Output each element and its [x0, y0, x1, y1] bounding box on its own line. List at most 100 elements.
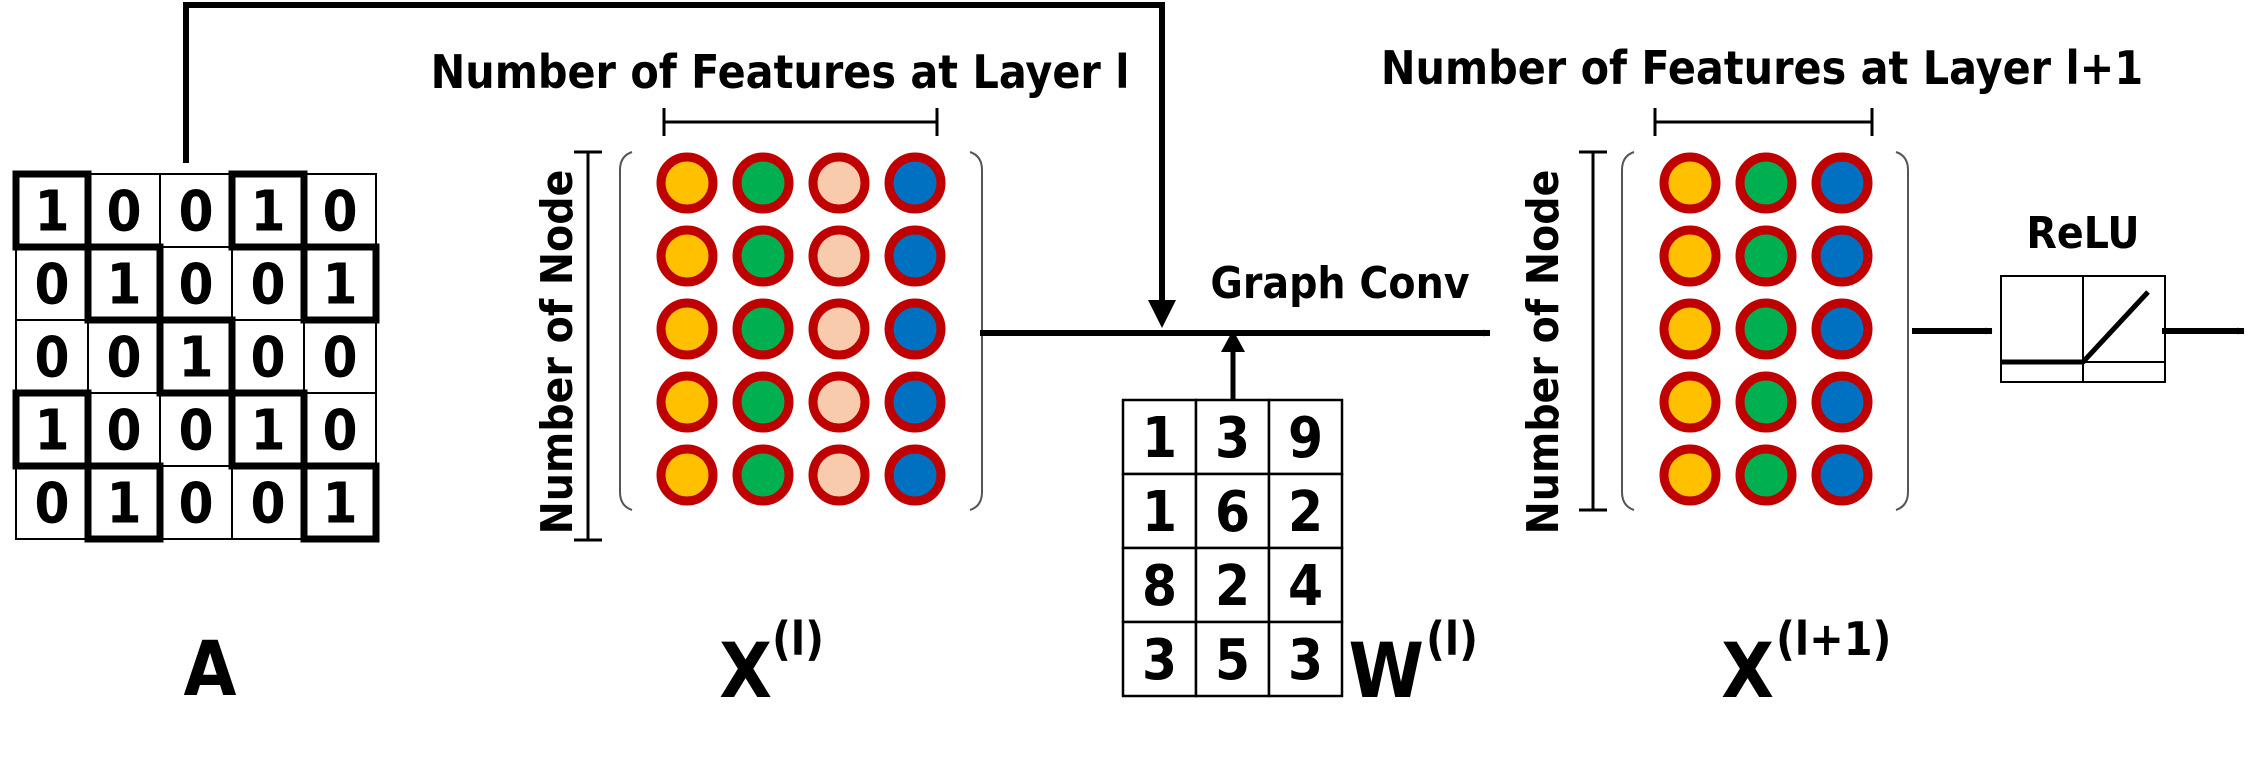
adjacency-value: 0: [106, 399, 141, 464]
x-l1-feature-cell: [1811, 152, 1873, 214]
nodes-label-l: Number of Node: [532, 170, 583, 535]
x-l1-superscript: (l+1): [1776, 612, 1891, 666]
adjacency-cell-highlight: [228, 170, 308, 251]
x-l-feature-cell: [656, 371, 718, 433]
weight-value: 9: [1288, 406, 1323, 471]
adjacency-cell-highlight: [300, 243, 380, 324]
feature-matrix-l: [656, 152, 946, 506]
x-l1-feature-cell: [1811, 371, 1873, 433]
x-l-feature-cell: [808, 371, 870, 433]
adjacency-cell: [87, 319, 161, 394]
weight-cell: [1267, 546, 1344, 624]
adjacency-value: 0: [250, 253, 285, 318]
nodes-bracket-l1: [1579, 150, 1607, 512]
relu-label: ReLU: [2026, 208, 2139, 259]
x-l-feature-cell: [732, 152, 794, 214]
x-l1-feature-cell: [1659, 444, 1721, 506]
adjacency-value: 0: [178, 472, 213, 537]
feature-matrix-l1: [1659, 152, 1873, 506]
features-bracket-l1: [1653, 108, 1874, 136]
x-l-feature-cell: [884, 444, 946, 506]
adjacency-value: 1: [250, 180, 285, 245]
adjacency-cell: [303, 392, 377, 467]
feature-matrix-l-label: X (l): [719, 612, 824, 715]
x-l-feature-cell: [884, 298, 946, 360]
relu-plot: [2000, 275, 2166, 383]
x-l1-feature-cell: [1735, 152, 1797, 214]
adjacency-value: 1: [34, 180, 69, 245]
adjacency-value: 1: [34, 399, 69, 464]
x-l-superscript: (l): [772, 612, 824, 666]
adjacency-value: 0: [322, 326, 357, 391]
adjacency-cell-highlight: [12, 389, 92, 470]
adjacency-cell-highlight: [228, 389, 308, 470]
adjacency-cell: [231, 319, 305, 394]
matrix-paren-left-l1: [1621, 151, 1635, 511]
x-l-feature-cell: [884, 371, 946, 433]
adjacency-cell: [87, 173, 161, 248]
feature-matrix-l1-label: X (l+1): [1721, 612, 1891, 715]
weight-value: 3: [1142, 628, 1177, 693]
adjacency-value: 1: [106, 253, 141, 318]
x-l-feature-cell: [808, 444, 870, 506]
x-l1-feature-cell: [1811, 225, 1873, 287]
adjacency-value: 0: [106, 180, 141, 245]
x-l1-feature-cell: [1811, 444, 1873, 506]
adjacency-value: 1: [250, 399, 285, 464]
weight-matrix-label: W (l): [1349, 612, 1478, 715]
x-l-feature-cell: [732, 225, 794, 287]
w-superscript: (l): [1426, 612, 1478, 666]
matrix-paren-left-l: [619, 151, 633, 511]
x-l-feature-cell: [656, 225, 718, 287]
x-l1-feature-cell: [1735, 225, 1797, 287]
weight-value: 1: [1142, 480, 1177, 545]
adjacency-label: A: [184, 624, 237, 713]
matrix-paren-right-l1: [1895, 151, 1909, 511]
x-l1-feature-cell: [1811, 298, 1873, 360]
weight-value: 1: [1142, 406, 1177, 471]
adjacency-value: 0: [34, 326, 69, 391]
w-label: W: [1349, 626, 1424, 715]
adjacency-value: 0: [178, 399, 213, 464]
adjacency-cell-highlight: [300, 462, 380, 543]
adjacency-value: 0: [250, 326, 285, 391]
x-l1-feature-cell: [1659, 225, 1721, 287]
weight-cell: [1267, 620, 1344, 698]
adjacency-cell-highlight: [84, 243, 164, 324]
nodes-bracket-l: [574, 150, 602, 542]
adjacency-value: 0: [178, 253, 213, 318]
weight-value: 6: [1215, 480, 1250, 545]
x-l-label: X: [719, 626, 772, 715]
adjacency-cell-highlight: [84, 462, 164, 543]
features-label-layer-l: Number of Features at Layer l: [431, 45, 1130, 99]
nodes-label-l1: Number of Node: [1518, 170, 1569, 535]
graph-conv-label: Graph Conv: [1210, 258, 1469, 309]
x-l-feature-cell: [732, 298, 794, 360]
x-l-feature-cell: [808, 298, 870, 360]
features-label-layer-l1: Number of Features at Layer l+1: [1381, 41, 2143, 95]
adjacency-cell: [231, 392, 305, 467]
weight-value: 2: [1215, 554, 1250, 619]
adjacency-arrowhead: [1148, 300, 1176, 328]
x-l1-feature-cell: [1735, 298, 1797, 360]
weight-cell: [1121, 620, 1198, 698]
adjacency-to-conv-connector: [183, 2, 1165, 318]
x-l-feature-cell: [808, 225, 870, 287]
weight-value: 2: [1288, 480, 1323, 545]
relu-curve: [2001, 290, 2150, 365]
weight-cell: [1194, 472, 1271, 550]
features-bracket-l: [662, 108, 939, 136]
weight-value: 5: [1215, 628, 1250, 693]
x-l-feature-cell: [656, 152, 718, 214]
adjacency-value: 0: [34, 472, 69, 537]
x-l-feature-cell: [732, 371, 794, 433]
weight-cell: [1267, 472, 1344, 550]
x-l1-feature-cell: [1659, 298, 1721, 360]
weight-value: 8: [1142, 554, 1177, 619]
x-l1-label: X: [1721, 626, 1774, 715]
adjacency-value: 0: [106, 326, 141, 391]
adjacency-cell: [159, 392, 233, 467]
x-l-feature-cell: [656, 444, 718, 506]
